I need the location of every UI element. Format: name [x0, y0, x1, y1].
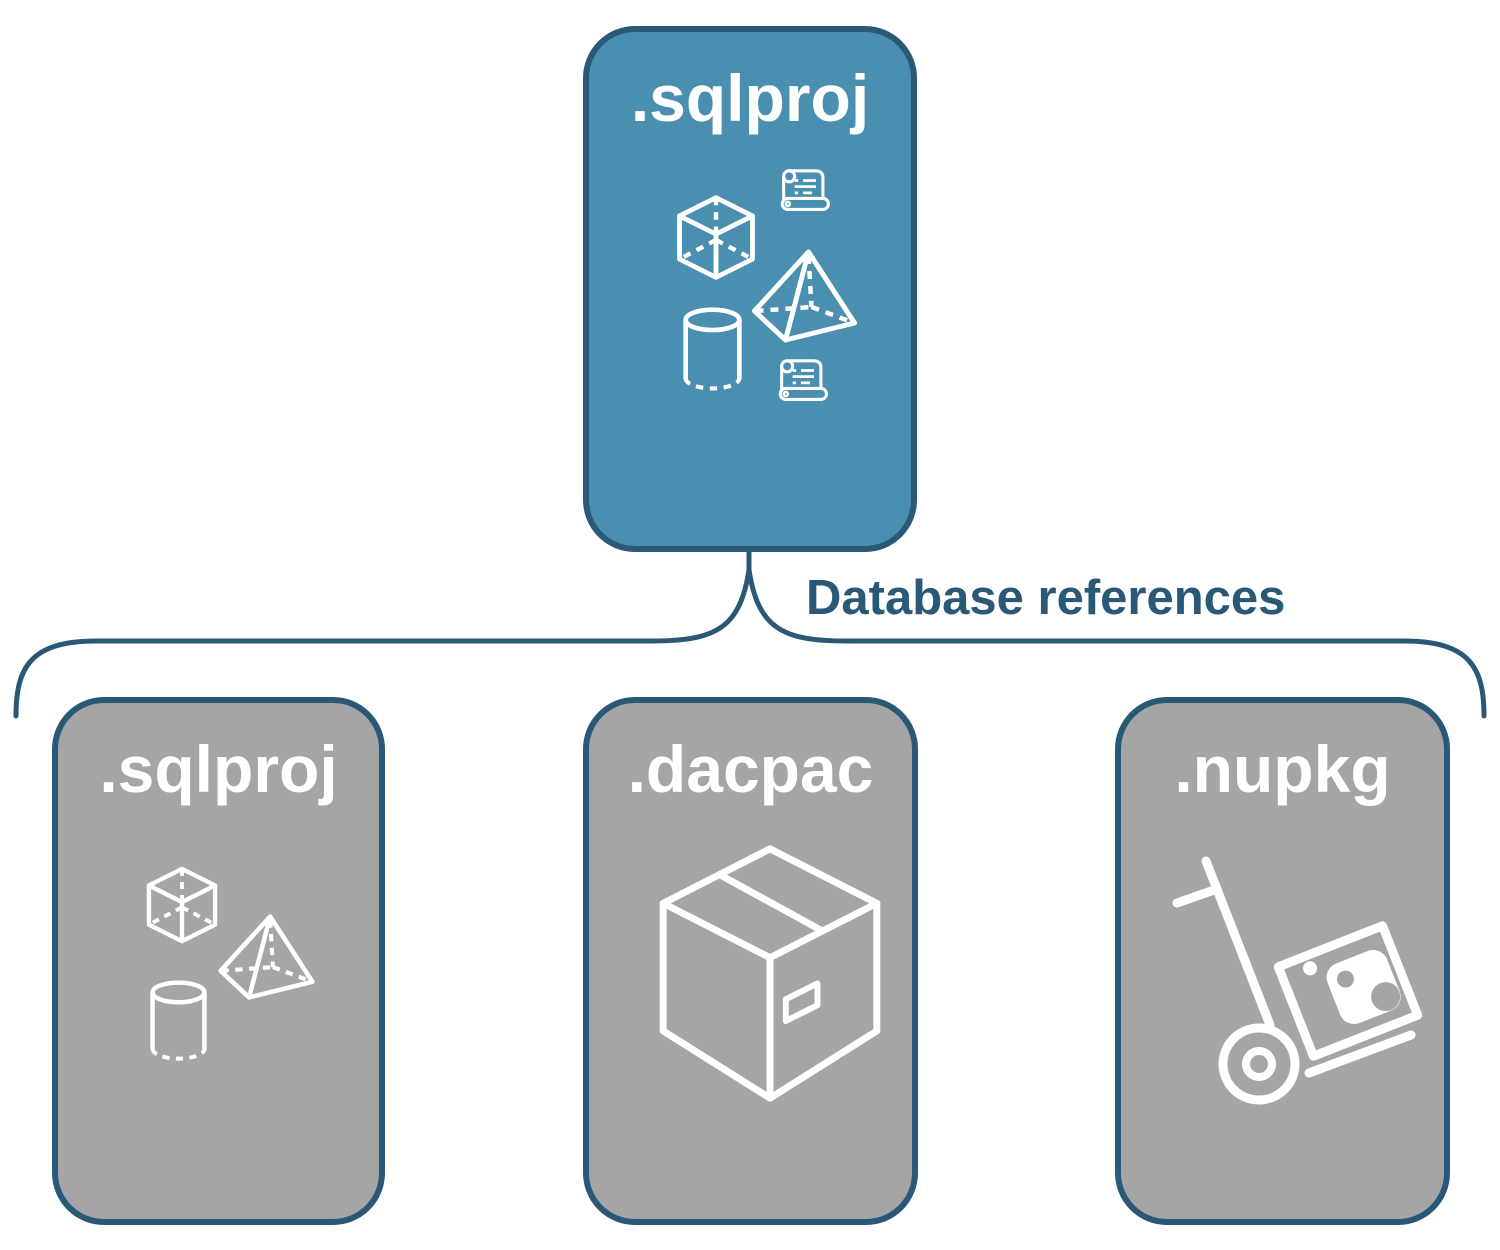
cylinder-icon [680, 306, 745, 394]
cube-icon [138, 862, 226, 949]
cylinder-icon [147, 979, 210, 1064]
node-child-nupkg-label: .nupkg [1174, 732, 1391, 806]
node-child-nupkg: .nupkg [1115, 697, 1450, 1225]
scroll-icon [772, 353, 834, 410]
node-child-sqlproj: .sqlproj [52, 697, 385, 1225]
hand-truck-nuget-icon [1169, 849, 1434, 1114]
package-box-icon [651, 837, 889, 1114]
node-root-sqlproj: .sqlproj [583, 26, 917, 552]
node-child-dacpac: .dacpac [583, 697, 918, 1225]
node-child-dacpac-label: .dacpac [627, 732, 874, 806]
pyramid-icon [748, 246, 861, 346]
connector-label: Database references [806, 571, 1286, 625]
pyramid-icon [216, 911, 317, 1003]
scroll-icon [774, 163, 836, 220]
node-root-label: .sqlproj [630, 61, 870, 135]
node-child-sqlproj-label: .sqlproj [99, 732, 338, 806]
